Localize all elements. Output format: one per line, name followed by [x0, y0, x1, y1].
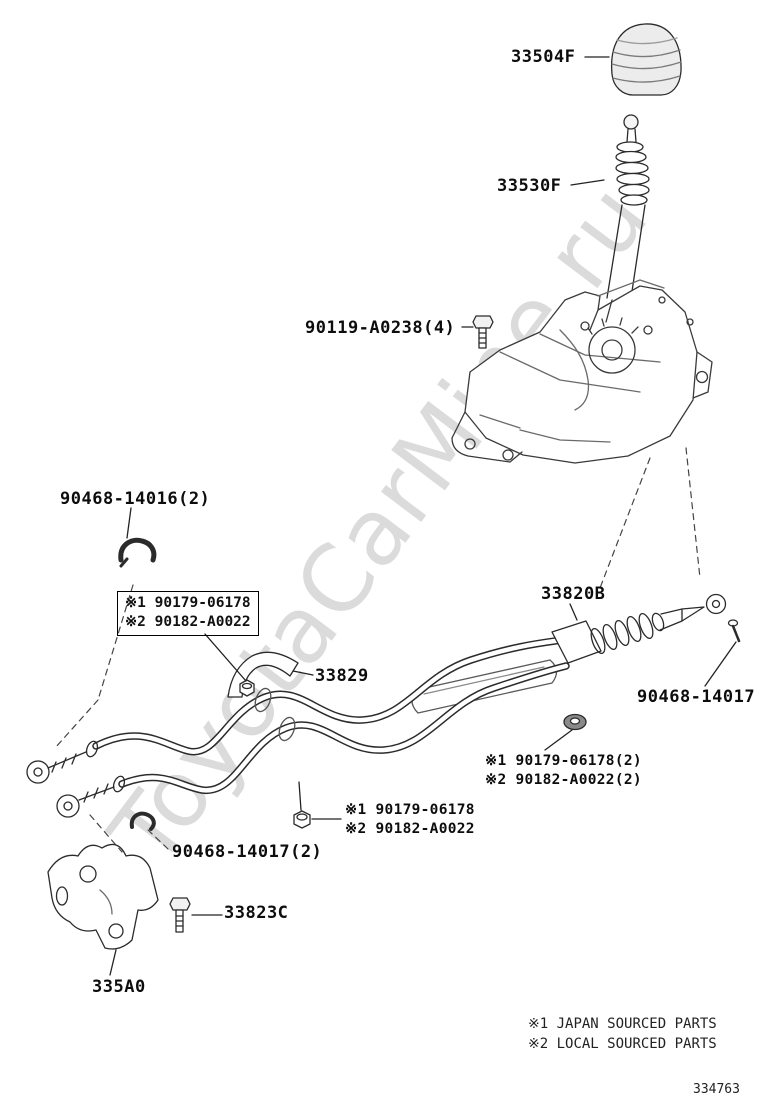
part-label-90468-14016: 90468-14016(2)	[60, 489, 211, 509]
part-label-335A0: 335A0	[92, 977, 146, 997]
footnote-local-sourced: ※2 LOCAL SOURCED PARTS	[528, 1036, 717, 1052]
part-label-33530F: 33530F	[497, 176, 562, 196]
shift-housing-drawing	[451, 279, 713, 464]
part-label-33820B: 33820B	[541, 584, 606, 604]
upper-clip-icon	[118, 537, 157, 568]
diagram-code: 334763	[693, 1082, 740, 1097]
footnote-japan-sourced: ※1 JAPAN SOURCED PARTS	[528, 1016, 717, 1032]
right-grommet-icon	[563, 713, 587, 731]
part-label-90468-14017-2: 90468-14017(2)	[172, 842, 323, 862]
floor-plate-drawing	[411, 659, 558, 714]
cables-drawing	[26, 636, 570, 818]
lower-bracket-drawing	[47, 843, 159, 950]
part-label-90468-14017: 90468-14017	[637, 687, 756, 707]
shift-knob-drawing	[611, 23, 682, 96]
lower-clip-icon	[129, 811, 156, 831]
ref-box-line-2: ※2 90182-A0022	[125, 614, 251, 630]
support-bracket-drawing	[227, 651, 299, 698]
ref-label-grommet-1: ※1 90179-06178(2)	[485, 753, 642, 769]
leader-lines	[109, 56, 737, 976]
mid-nut-icon	[293, 810, 311, 829]
part-label-90119-A0238: 90119-A0238(4)	[305, 318, 456, 338]
ref-label-nut-1: ※1 90179-06178	[345, 802, 475, 818]
ref-label-grommet-2: ※2 90182-A0022(2)	[485, 772, 642, 788]
part-label-33504F: 33504F	[511, 47, 576, 67]
ref-box-washer: ※1 90179-06178 ※2 90182-A0022	[117, 591, 259, 636]
ref-label-nut-2: ※2 90182-A0022	[345, 821, 475, 837]
cable-end-drawing	[551, 593, 741, 664]
part-label-33823C: 33823C	[224, 903, 289, 923]
part-label-33829: 33829	[315, 666, 369, 686]
bracket-bolt-icon	[169, 897, 191, 933]
dashed-lines	[54, 447, 701, 853]
housing-bolt-icon	[472, 315, 494, 349]
ref-box-line-1: ※1 90179-06178	[125, 595, 251, 611]
